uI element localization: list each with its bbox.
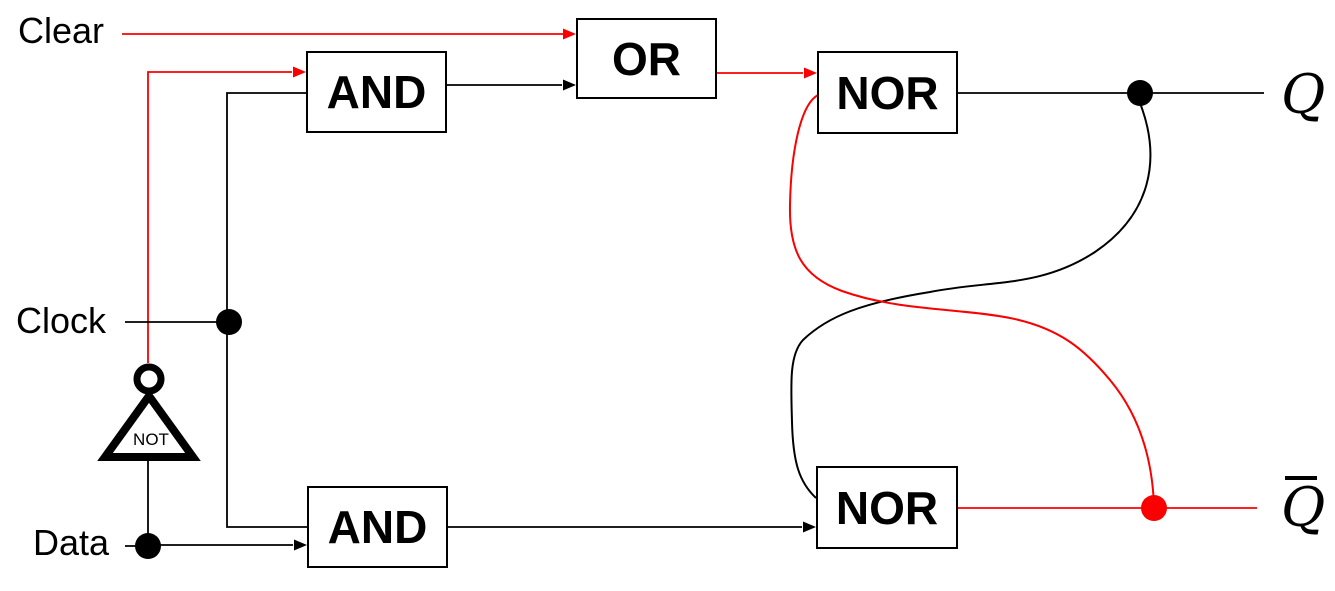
gate-nor-bottom-label: NOR bbox=[835, 481, 939, 534]
not-bubble-icon bbox=[133, 363, 165, 395]
wire-feedback-qbar-to-nor-top bbox=[788, 94, 1155, 507]
gate-nor-top: NOR bbox=[817, 51, 958, 134]
arrowhead-data-and-icon bbox=[294, 539, 307, 551]
input-label-data: Data bbox=[33, 522, 110, 563]
arrowhead-and-nor-icon bbox=[803, 521, 816, 533]
qbar-overline-icon bbox=[1285, 476, 1317, 480]
junction-dot-clock bbox=[216, 309, 242, 335]
arrowhead-and-or-icon bbox=[563, 79, 576, 91]
arrowhead-or-nor-icon bbox=[804, 67, 817, 79]
junction-dot-data bbox=[135, 533, 161, 559]
wire-clock-branch bbox=[226, 92, 307, 528]
wire-not-to-and-top bbox=[147, 71, 292, 363]
input-label-clear: Clear bbox=[18, 10, 105, 51]
arrowhead-not-and-icon bbox=[293, 66, 306, 78]
gate-nor-bottom: NOR bbox=[816, 466, 958, 549]
gate-and-top: AND bbox=[306, 51, 447, 133]
junction-dot-qbar bbox=[1141, 495, 1167, 521]
gate-nor-top-label: NOR bbox=[836, 66, 939, 119]
gate-and-bottom-label: AND bbox=[327, 501, 428, 553]
input-label-clock: Clock bbox=[16, 300, 107, 341]
not-triangle-icon bbox=[97, 389, 201, 461]
gate-or: OR bbox=[576, 18, 717, 99]
junction-dot-q bbox=[1127, 80, 1153, 106]
gate-and-top-label: AND bbox=[326, 66, 427, 118]
gate-and-bottom: AND bbox=[307, 486, 448, 568]
arrowhead-clear-or-icon bbox=[563, 28, 576, 40]
gate-or-label: OR bbox=[612, 32, 681, 85]
not-gate-label: NOT bbox=[133, 430, 169, 449]
output-label-q: Q bbox=[1281, 63, 1326, 126]
output-label-q-complement: Q bbox=[1281, 476, 1326, 539]
wire-feedback-q-to-nor-bottom bbox=[790, 102, 1152, 499]
